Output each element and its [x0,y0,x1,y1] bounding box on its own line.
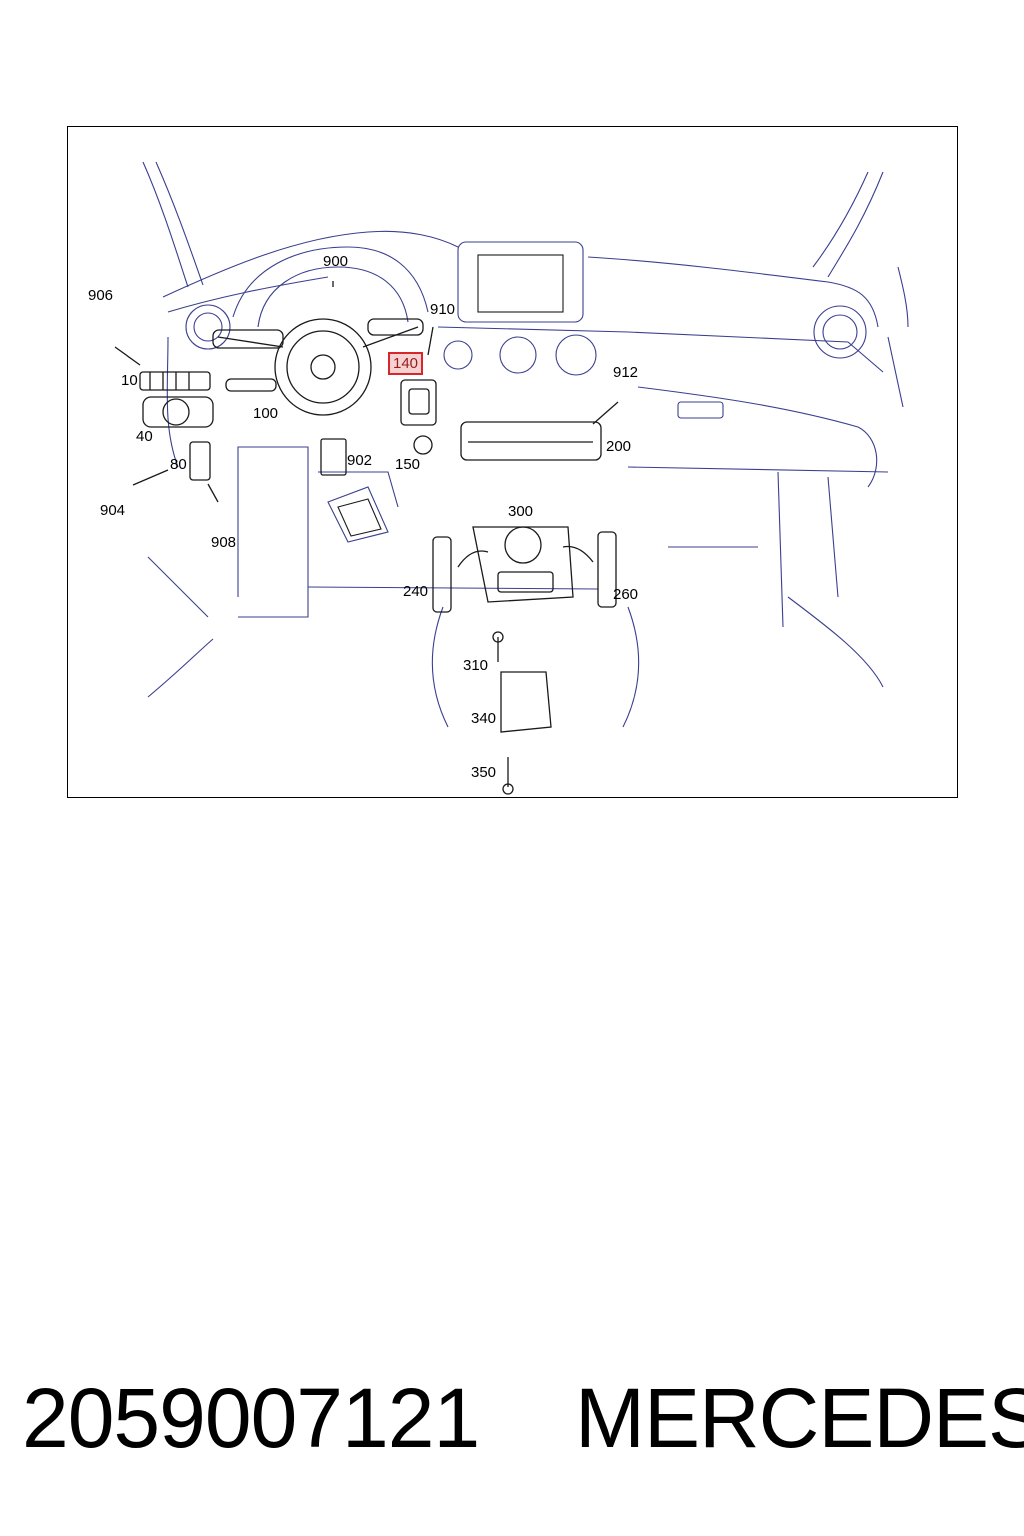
callout-350[interactable]: 350 [471,764,497,781]
callout-908[interactable]: 908 [211,534,237,551]
component-parts [114,281,619,795]
callout-906[interactable]: 906 [88,287,114,304]
callout-240[interactable]: 240 [403,583,429,600]
part-number: 2059007121 [22,1371,480,1465]
parts-diagram: 900 906 910 140 10 100 912 40 902 150 20… [67,126,958,798]
callout-910[interactable]: 910 [430,301,456,318]
callout-912[interactable]: 912 [613,364,639,381]
callout-150[interactable]: 150 [395,456,421,473]
callout-10[interactable]: 10 [121,372,138,389]
callout-200[interactable]: 200 [606,438,632,455]
callout-140[interactable]: 140 [388,352,424,375]
callout-80[interactable]: 80 [170,456,187,473]
callout-300[interactable]: 300 [508,503,534,520]
callout-100[interactable]: 100 [253,405,279,422]
callout-904[interactable]: 904 [100,502,126,519]
callout-900[interactable]: 900 [323,253,349,270]
footer-caption: 2059007121 MERCEDES [0,1370,1024,1470]
brand-name: MERCEDES [575,1371,1024,1465]
callout-310[interactable]: 310 [463,657,489,674]
callout-260[interactable]: 260 [613,586,639,603]
callout-40[interactable]: 40 [136,428,153,445]
dashboard-outline [142,161,909,728]
callout-902[interactable]: 902 [347,452,373,469]
dashboard-exploded-view [114,161,909,795]
callout-340[interactable]: 340 [471,710,497,727]
